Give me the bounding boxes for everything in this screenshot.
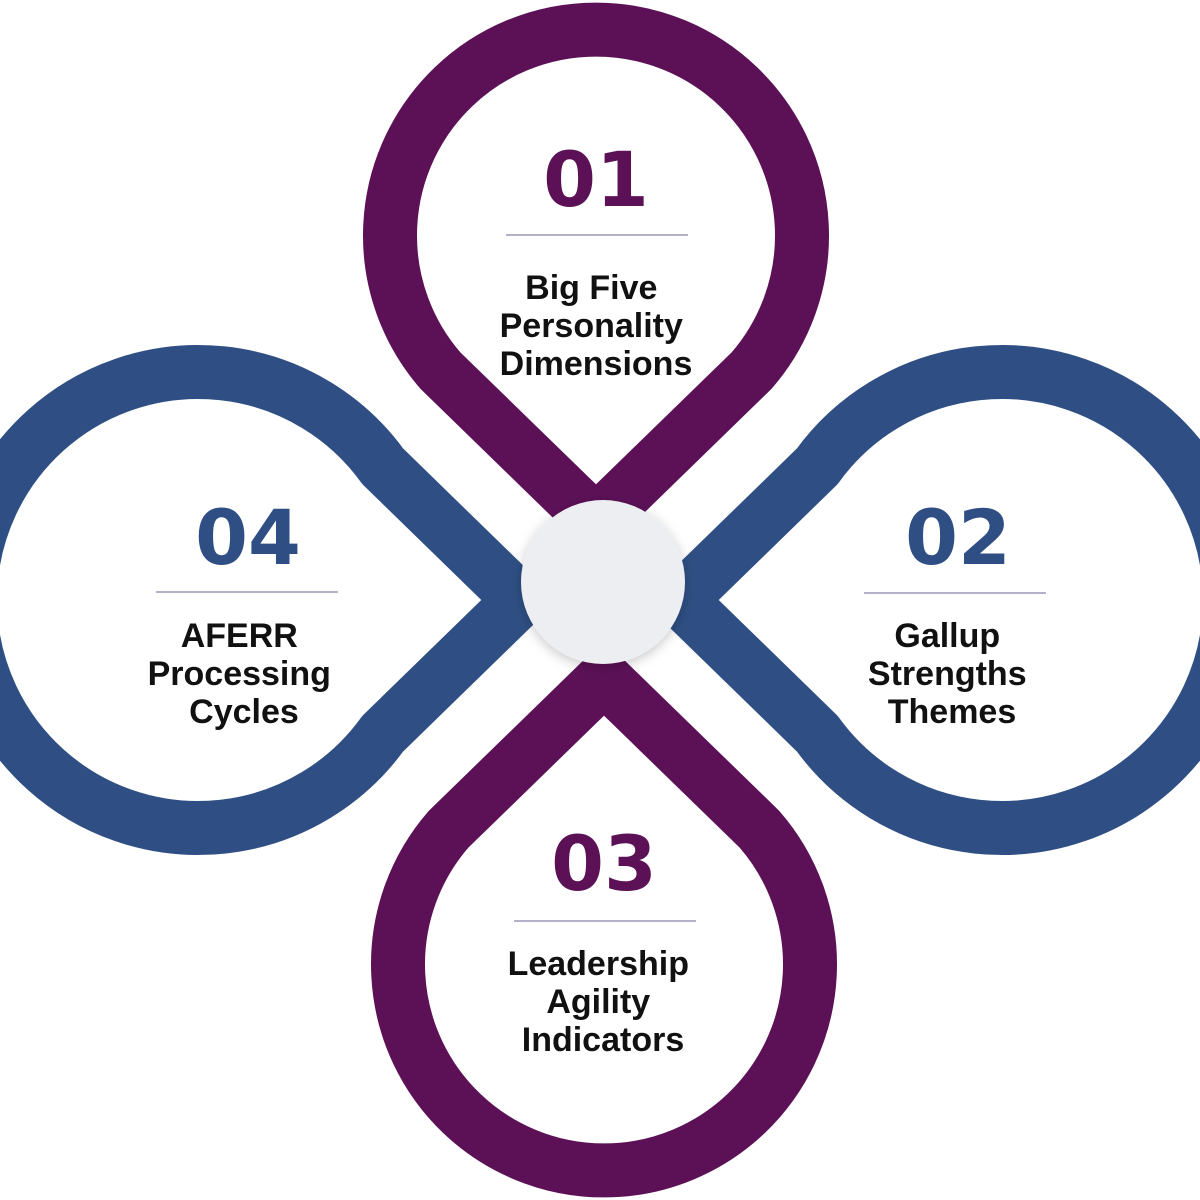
petal-04-ring <box>0 345 547 855</box>
petal-01-ring <box>363 2 829 549</box>
petal-03-label-line: Leadership <box>508 945 689 983</box>
petal-04-label-line: AFERR <box>181 617 298 655</box>
petal-01-label-line: Personality <box>500 307 683 345</box>
petal-01-number: 01 <box>543 135 649 224</box>
petal-01-label-line: Dimensions <box>500 345 693 383</box>
petal-02-content: 02 Gallup Strengths Themes <box>864 493 1046 731</box>
petal-03-label-line: Agility <box>546 983 650 1021</box>
petal-04-content: 04 AFERR Processing Cycles <box>148 493 341 731</box>
petal-02-label-line: Strengths <box>868 655 1027 693</box>
petal-04-number: 04 <box>195 493 301 582</box>
center-circle <box>521 500 685 664</box>
petal-04-label: AFERR Processing Cycles <box>148 617 341 731</box>
petal-03-ring <box>371 651 837 1198</box>
petal-03-label: Leadership Agility Indicators <box>508 945 699 1059</box>
petal-04-label-line: Processing <box>148 655 331 693</box>
petal-01-label: Big Five Personality Dimensions <box>500 269 693 383</box>
petal-03-number: 03 <box>551 819 657 908</box>
petal-03-label-line: Indicators <box>522 1021 684 1059</box>
petal-02-label: Gallup Strengths Themes <box>868 617 1036 731</box>
petal-01-label-line: Big Five <box>525 269 657 307</box>
petal-02-label-line: Themes <box>888 693 1017 731</box>
petal-01-content: 01 Big Five Personality Dimensions <box>500 135 693 383</box>
petal-02-number: 02 <box>905 493 1011 582</box>
petal-03-content: 03 Leadership Agility Indicators <box>508 819 699 1059</box>
petal-04-label-line: Cycles <box>189 693 299 731</box>
petal-02-label-line: Gallup <box>894 617 1000 655</box>
petal-02-ring <box>653 345 1200 855</box>
